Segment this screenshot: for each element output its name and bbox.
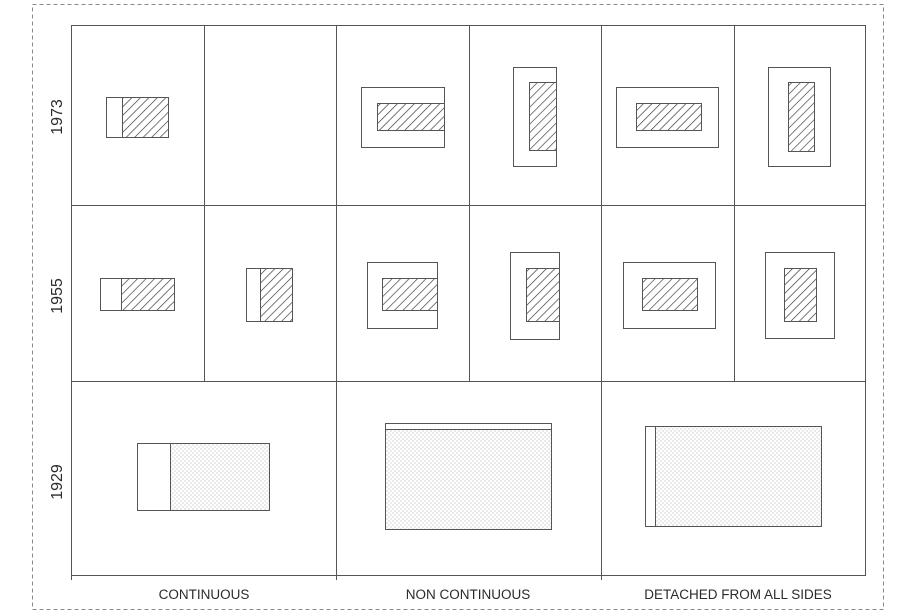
- column-label-detached: DETACHED FROM ALL SIDES: [644, 587, 832, 602]
- column-label-continuous: CONTINUOUS: [159, 587, 250, 602]
- building-footprint: [170, 443, 270, 511]
- building-footprint: [260, 268, 293, 322]
- plot-1973-non-continuous-a: [361, 87, 445, 148]
- building-footprint: [526, 268, 560, 322]
- plot-1955-detached-a: [623, 262, 716, 329]
- row-label-1955: 1955: [49, 278, 66, 314]
- plot-1929-detached: [645, 426, 822, 527]
- building-footprint: [385, 429, 552, 530]
- building-footprint: [382, 278, 438, 311]
- building-footprint: [377, 103, 445, 131]
- plot-1955-continuous-a: [100, 278, 175, 311]
- row-label-1929: 1929: [49, 464, 66, 500]
- plot-1955-continuous-b: [246, 268, 293, 322]
- plot-1973-continuous-a: [106, 97, 169, 138]
- grid: [71, 25, 866, 580]
- building-footprint: [636, 103, 702, 131]
- plot-1929-continuous: [137, 443, 270, 511]
- plot-1955-detached-b: [765, 252, 835, 339]
- plot-1955-non-continuous-b: [510, 252, 560, 340]
- plot-1929-non-continuous: [385, 423, 552, 530]
- row-label-1973: 1973: [49, 99, 66, 135]
- building-footprint: [784, 268, 817, 322]
- building-footprint: [642, 278, 698, 311]
- building-footprint: [788, 82, 815, 152]
- plot-1973-detached-a: [616, 87, 719, 148]
- column-label-non-continuous: NON CONTINUOUS: [406, 587, 531, 602]
- plot-1973-non-continuous-b: [513, 67, 557, 167]
- building-footprint: [529, 82, 557, 151]
- building-footprint: [122, 97, 169, 138]
- building-footprint: [655, 426, 822, 527]
- plot-1955-non-continuous-a: [367, 262, 438, 329]
- plot-1973-detached-b: [768, 67, 831, 167]
- building-footprint: [121, 278, 175, 311]
